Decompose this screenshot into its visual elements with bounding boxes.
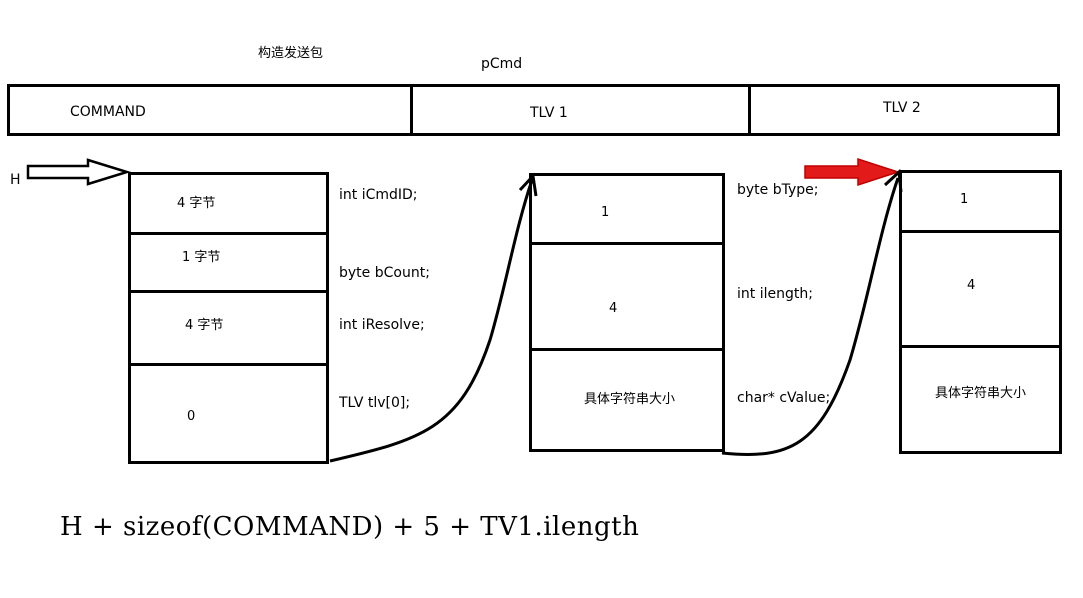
tlv2-cell-divider-1	[902, 230, 1059, 233]
command-field-bCount: byte bCount;	[339, 265, 430, 281]
tlv1-cell-divider-1	[532, 242, 722, 245]
command-cell-iResolve: 4 字节	[185, 318, 224, 333]
outline-arrow-icon	[26, 158, 132, 186]
command-cell-divider-1	[131, 232, 326, 235]
command-cell-iCmdID: 4 字节	[177, 196, 216, 211]
tlv1-cell-ilength: 4	[609, 301, 618, 316]
start-label-h: H	[10, 172, 21, 188]
command-cell-bCount: 1 字节	[182, 250, 221, 265]
packet-bar	[7, 84, 1060, 136]
offset-formula: H + sizeof(COMMAND) + 5 + TV1.ilength	[60, 512, 640, 542]
command-cell-divider-3	[131, 363, 326, 366]
packet-segment-command: COMMAND	[70, 104, 146, 120]
tlv1-cell-divider-2	[532, 348, 722, 351]
diagram-title: 构造发送包	[258, 46, 324, 61]
command-cell-divider-2	[131, 290, 326, 293]
command-field-iResolve: int iResolve;	[339, 317, 425, 333]
tlv2-struct-box	[899, 170, 1062, 454]
command-field-iCmdID: int iCmdID;	[339, 187, 418, 203]
tlv2-cell-divider-2	[902, 345, 1059, 348]
command-cell-tlv: 0	[187, 409, 196, 424]
command-field-tlv: TLV tlv[0];	[339, 395, 411, 411]
packet-segment-tlv1: TLV 1	[530, 105, 568, 121]
tlv2-cell-value: 具体字符串大小	[935, 386, 1027, 401]
curve-arrow-tlv1-to-tlv2	[721, 168, 903, 457]
packet-segment-tlv2: TLV 2	[883, 100, 921, 116]
tlv1-struct-box	[529, 173, 725, 452]
tlv1-field-ilength: int ilength;	[737, 286, 813, 302]
packet-divider-2	[748, 87, 751, 133]
tlv1-cell-cValue: 具体字符串大小	[584, 392, 676, 407]
packet-divider-1	[410, 87, 413, 133]
command-struct-box	[128, 172, 329, 464]
pointer-label: pCmd	[481, 56, 523, 72]
tlv2-cell-type: 1	[960, 192, 969, 207]
tlv2-cell-length: 4	[967, 278, 976, 293]
curve-arrow-command-to-tlv1	[329, 172, 538, 463]
tlv1-field-bType: byte bType;	[737, 182, 819, 198]
red-arrow-icon	[804, 157, 901, 187]
tlv1-cell-bType: 1	[601, 205, 610, 220]
tlv1-field-cValue: char* cValue;	[737, 390, 831, 406]
